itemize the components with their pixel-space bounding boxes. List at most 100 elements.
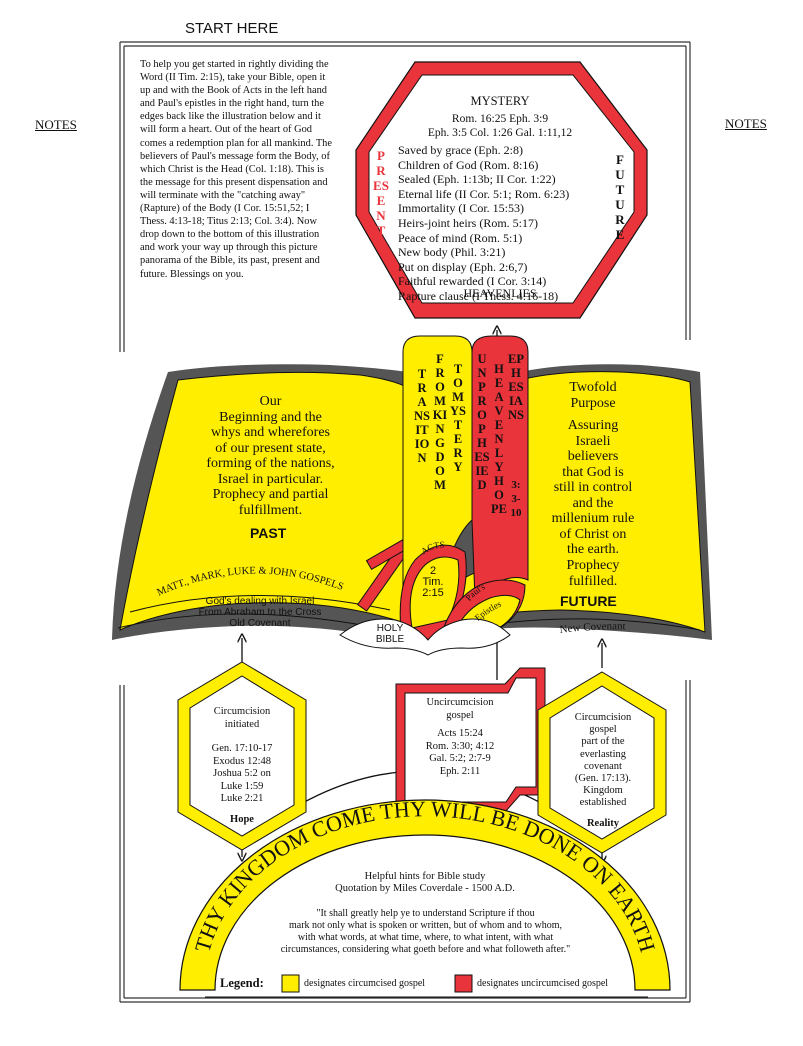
- left-page-line: of our present state,: [215, 440, 326, 456]
- left-hexagon-text: Circumcision initiated Gen. 17:10-17 Exo…: [192, 706, 292, 826]
- ephesians-vertical: EPHESIANS: [508, 352, 524, 422]
- middle-box-line: Acts 15:24: [437, 728, 483, 739]
- to-mystery-vertical: TOMYSTERY: [450, 362, 466, 474]
- holy-bible-label: HOLY BIBLE: [370, 623, 410, 645]
- coverdale-quote: "It shall greatly help ye to understand …: [248, 908, 603, 956]
- legend: [205, 974, 648, 998]
- legend-label: Legend:: [220, 976, 264, 990]
- left-hexagon: [177, 661, 307, 851]
- tim-line: Tim.: [422, 576, 444, 588]
- mystery-hexagon: [355, 61, 648, 319]
- middle-box-line: gospel: [446, 709, 474, 721]
- future-label: FUTURE: [560, 593, 617, 609]
- past-label: PAST: [250, 525, 287, 541]
- hints-header: Helpful hints for Bible study Quotation …: [290, 871, 560, 895]
- right-page-end: Prophecy fulfilled.: [545, 558, 641, 589]
- right-hex-line: established: [579, 797, 627, 809]
- present-vertical-label: PRESENT: [373, 148, 389, 238]
- intro-paragraph: To help you get started in rightly divid…: [140, 59, 332, 280]
- left-page-line: whys and wherefores: [211, 425, 330, 440]
- mystery-items-list: Saved by grace (Eph. 2:8) Children of Go…: [398, 143, 569, 304]
- holy-bible-line: HOLY: [376, 623, 404, 634]
- right-page-line: the earth.: [566, 542, 620, 557]
- legend-red-swatch: [454, 974, 473, 993]
- left-page-text: Our Beginning and the whys and wherefore…: [188, 394, 353, 518]
- quote-line: mark not only what is spoken or written,…: [288, 920, 563, 931]
- right-page-line: Purpose: [570, 395, 616, 411]
- right-page-body: Assuring Israeli believers that God is s…: [538, 418, 648, 558]
- reality-label: Reality: [586, 817, 620, 829]
- right-hex-line: gospel: [589, 724, 617, 736]
- hints-quote-attribution: Quotation by Miles Coverdale - 1500 A.D.: [335, 883, 515, 894]
- left-page-line: Israel in particular.: [217, 471, 324, 487]
- left-page-line: forming of the nations,: [206, 456, 335, 471]
- from-kingdom-vertical: FROMKINGDOM: [432, 352, 448, 492]
- right-page-line: and the: [572, 495, 614, 511]
- open-book: [112, 335, 712, 656]
- right-hex-line: covenant: [584, 760, 622, 772]
- left-page-line: Beginning and the: [219, 409, 322, 425]
- right-hexagon: [537, 671, 667, 854]
- right-page-line: that God is: [562, 464, 624, 480]
- ephesians-reference: 3:3-10: [510, 479, 522, 519]
- right-page-title: Twofold Purpose: [545, 380, 641, 411]
- right-page-line: Assuring: [567, 418, 619, 433]
- legend-red-text: designates uncircumcised gospel: [477, 978, 609, 989]
- mystery-refs-2: Eph. 3:5 Col. 1:26 Gal. 1:11,12: [427, 127, 573, 139]
- left-page-line: Prophecy and partial: [212, 487, 329, 502]
- legend-yellow-text: designates circumcised gospel: [304, 978, 426, 989]
- left-page-line: fulfillment.: [238, 502, 303, 518]
- israel-line: From Abraham to the Cross: [198, 607, 322, 618]
- right-page-line: believers: [567, 449, 619, 464]
- middle-box: [395, 667, 546, 813]
- mystery-item: Eternal life (II Cor. 5:1; Rom. 6:23): [398, 186, 570, 201]
- left-page-line: Our: [259, 394, 282, 409]
- mystery-item: Put on display (Eph. 2:6,7): [398, 259, 528, 274]
- transition-vertical: TRANSITION: [414, 367, 430, 465]
- left-hex-line: Joshua 5:2 on: [213, 768, 271, 779]
- right-hex-line: everlasting: [579, 748, 627, 760]
- right-page-line: of Christ on: [559, 526, 627, 542]
- heavenlies-label: HEAVENLIES: [463, 286, 537, 300]
- left-hex-line: Exodus 12:48: [212, 755, 272, 767]
- middle-box-line: Eph. 2:11: [439, 765, 481, 777]
- mystery-item: Rapture clause (I Thess. 4:16-18): [398, 288, 559, 303]
- israel-line: God's dealing with Israel: [205, 596, 315, 607]
- unprophesied-vertical: UNPROPHESIED: [474, 352, 490, 492]
- right-page-line: fulfilled.: [568, 573, 618, 589]
- mystery-item: Children of God (Rom. 8:16): [398, 157, 539, 172]
- left-hex-line: Luke 2:21: [220, 793, 264, 804]
- kingdom-arch: [179, 799, 671, 991]
- legend-yellow-swatch: [281, 974, 300, 993]
- right-page-line: millenium rule: [551, 511, 635, 526]
- mystery-item: New body (Phil. 3:21): [398, 245, 506, 260]
- notes-left-label: NOTES: [35, 117, 77, 132]
- quote-line: with what words, at what time, where, to…: [297, 932, 554, 943]
- heavenly-hope-vertical: HEAVENLYHOPE: [491, 362, 507, 516]
- middle-box-line: Rom. 3:30; 4:12: [425, 740, 495, 752]
- holy-bible-line: BIBLE: [375, 634, 405, 645]
- new-covenant-label: New Covenant: [559, 620, 626, 636]
- mystery-title: MYSTERY: [470, 94, 530, 108]
- right-hex-line: Circumcision: [574, 712, 632, 723]
- mystery-item: Saved by grace (Eph. 2:8): [398, 143, 523, 157]
- tim-line: 2:15: [422, 587, 444, 599]
- future-vertical-label: FUTURE: [615, 152, 625, 242]
- start-here-label: START HERE: [185, 20, 279, 37]
- right-page-line: Twofold: [569, 380, 617, 395]
- right-hex-line: (Gen. 17:13).: [574, 773, 632, 785]
- tim-reference: 2 Tim. 2:15: [418, 566, 448, 599]
- right-hexagon-text: Circumcision gospel part of the everlast…: [553, 712, 653, 830]
- right-hex-line: part of the: [581, 736, 625, 748]
- right-hex-line: Kingdom: [583, 785, 623, 797]
- middle-box-line: Uncircumcision: [426, 697, 494, 708]
- left-hex-line: Gen. 17:10-17: [211, 743, 273, 754]
- left-hex-line: Circumcision: [213, 706, 271, 717]
- mystery-item: Sealed (Eph. 1:13b; II Cor. 1:22): [398, 172, 556, 187]
- middle-box-text: Uncircumcision gospel Acts 15:24 Rom. 3:…: [405, 697, 515, 778]
- page-frame: [119, 41, 691, 1003]
- middle-box-line: Gal. 5:2; 2:7-9: [429, 753, 491, 764]
- hope-label: Hope: [230, 813, 254, 825]
- mystery-item: Immortality (I Cor. 15:53): [398, 201, 524, 216]
- israel-dealing-text: God's dealing with Israel From Abraham t…: [180, 596, 340, 629]
